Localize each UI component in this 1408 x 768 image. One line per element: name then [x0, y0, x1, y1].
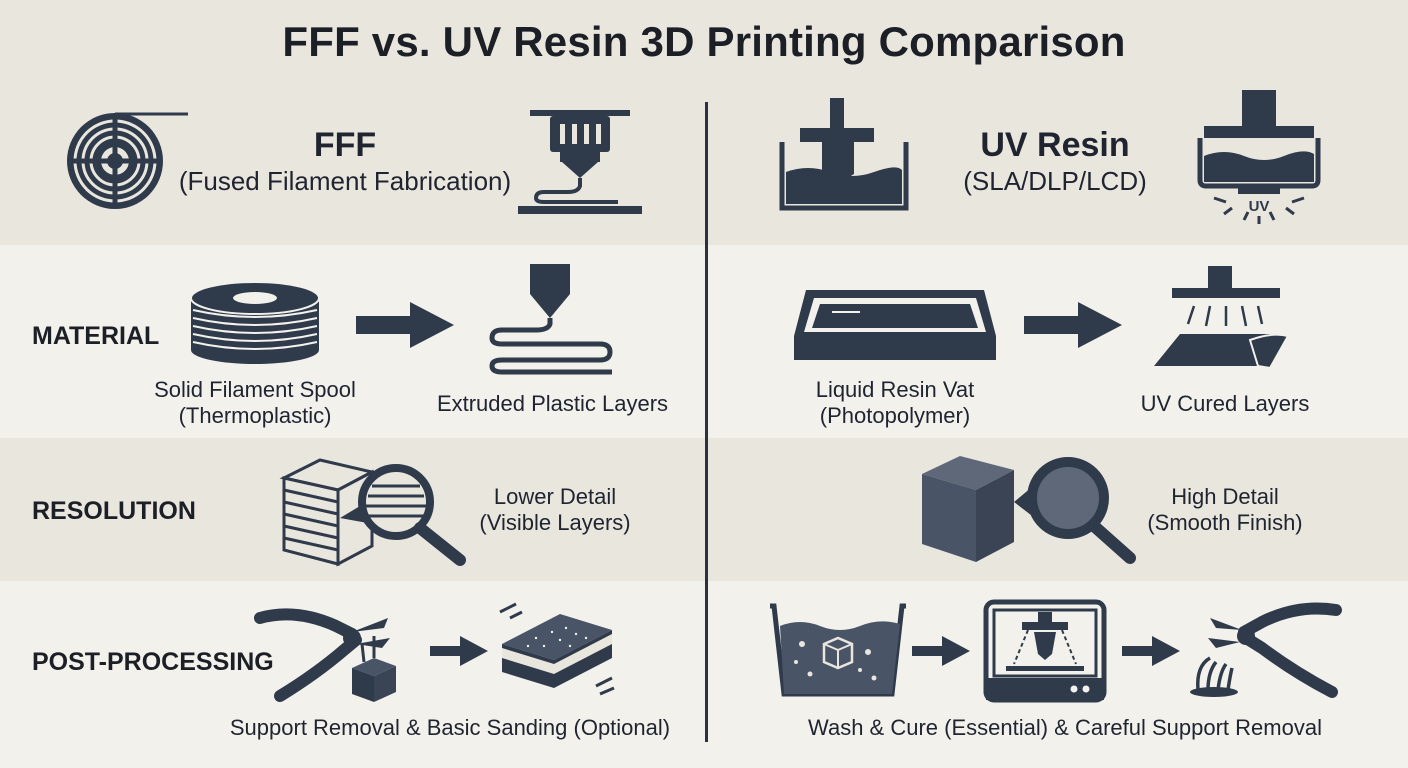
- fff-nozzle-icon: [518, 110, 642, 214]
- arrow-right-icon: [1122, 636, 1180, 666]
- arrow-right-icon: [356, 302, 454, 348]
- arrow-right-icon: [430, 636, 488, 666]
- resin-material-from-line1: Liquid Resin Vat: [815, 377, 975, 402]
- resin-material-from-line2: (Photopolymer): [819, 403, 971, 428]
- sanding-block-icon: [499, 602, 615, 696]
- uv-label: UV: [1249, 198, 1270, 215]
- fff-resolution-line2: (Visible Layers): [479, 510, 631, 535]
- arrow-right-icon: [912, 636, 970, 666]
- layered-cube-magnifier-icon: [279, 458, 466, 567]
- fff-material-from-line1: Solid Filament Spool: [154, 377, 356, 402]
- fff-subheading: (Fused Filament Fabrication): [178, 166, 512, 196]
- smooth-cube-magnifier-icon: [922, 456, 1136, 564]
- arrow-right-icon: [1024, 302, 1122, 348]
- wash-bath-icon: [770, 603, 906, 697]
- extruded-layers-icon: [489, 264, 613, 375]
- row-label-material: MATERIAL: [32, 322, 160, 350]
- resin-material-to: UV Cured Layers: [1140, 391, 1310, 416]
- fff-resolution-line1: Lower Detail: [493, 484, 617, 509]
- pliers-icon: [254, 608, 396, 702]
- cure-station-icon: [983, 599, 1107, 703]
- column-divider: [705, 102, 708, 742]
- row-label-post-processing: POST-PROCESSING: [32, 648, 274, 676]
- resin-subheading: (SLA/DLP/LCD): [963, 166, 1147, 196]
- pliers-icon: [1190, 602, 1342, 698]
- resin-resolution-line2: (Smooth Finish): [1147, 510, 1303, 535]
- fff-heading: FFF: [313, 126, 377, 164]
- filament-spool-icon: [190, 281, 320, 364]
- resin-post-processing: Wash & Cure (Essential) & Careful Suppor…: [808, 715, 1322, 740]
- filament-reel-icon: [67, 112, 188, 209]
- fff-post-processing: Support Removal & Basic Sanding (Optiona…: [229, 715, 671, 740]
- post-processing-band: [0, 581, 1408, 768]
- resolution-band: [0, 438, 1408, 581]
- page-title: FFF vs. UV Resin 3D Printing Comparison: [282, 18, 1126, 65]
- resin-resolution-line1: High Detail: [1171, 484, 1279, 509]
- resin-tray-icon: [794, 290, 996, 360]
- fff-material-to: Extruded Plastic Layers: [436, 391, 669, 416]
- row-label-resolution: RESOLUTION: [32, 497, 196, 525]
- fff-material-from-line2: (Thermoplastic): [178, 403, 332, 428]
- uv-cured-layers-icon: [1154, 266, 1290, 370]
- resin-printer-uv-icon: UV: [1197, 90, 1321, 224]
- resin-heading: UV Resin: [980, 126, 1130, 164]
- resin-vat-platform-icon: [779, 98, 909, 211]
- header-band: [0, 0, 1408, 245]
